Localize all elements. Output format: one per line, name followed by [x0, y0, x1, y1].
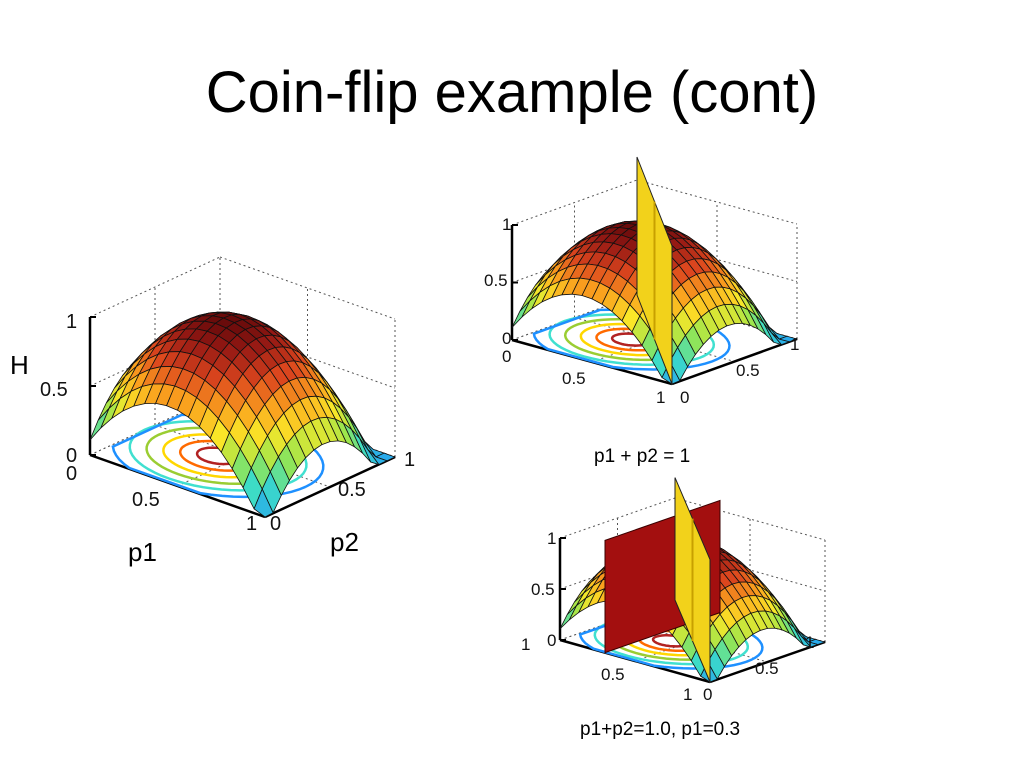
p1-tick-label: 1 [246, 513, 257, 535]
constraint-caption: p1 + p2 = 1 [594, 446, 691, 467]
z-tick-label: 0 [502, 329, 511, 348]
p2-tick-label: 1 [805, 633, 814, 652]
z-tick-label: 0.5 [484, 271, 508, 290]
p2-tick-label: 0.5 [736, 361, 760, 380]
entropy-surface-plot-main: 1 0.5 0 0 0.5 1 0 0.5 1 [40, 256, 415, 535]
p2-axis-line [709, 640, 826, 684]
grid-line [219, 256, 396, 320]
p2-axis-label: p2 [330, 527, 359, 557]
p1-axis-label: p1 [128, 537, 157, 567]
p1-tick-label: 1 [656, 388, 665, 407]
p2-tick-label: 0.5 [755, 659, 779, 678]
p2-tick-label: 0.5 [338, 479, 366, 501]
entropy-surface [511, 220, 799, 385]
constraint-planes [604, 477, 721, 683]
surface-patch [559, 605, 577, 630]
p2-axis-line [671, 337, 798, 386]
tick-labels: 1 0.5 0 0 0.5 1 0 0.5 1 [484, 215, 799, 407]
z-tick-label: 0 [66, 445, 77, 467]
surface-patch [511, 300, 531, 328]
constraint-planes [636, 156, 673, 385]
z-tick-label: 0 [547, 631, 556, 650]
p1-tick-label: 0 [502, 347, 511, 366]
grid-line [559, 497, 676, 539]
p1-tick-label: 1 [521, 635, 530, 654]
p2-tick-label: 1 [404, 449, 415, 471]
h-axis-label: H [10, 350, 29, 380]
z-tick-label: 1 [66, 311, 77, 333]
p1-tick-label: 0.5 [601, 665, 625, 684]
z-tick-label: 0.5 [531, 580, 555, 599]
p1-tick-label: 0 [66, 463, 77, 485]
constraint-caption: p1+p2=1.0, p1=0.3 [580, 719, 741, 740]
surface-patch [253, 488, 274, 518]
grid-line [89, 256, 221, 318]
z-tick-label: 0.5 [40, 379, 68, 401]
p1-tick-label: 1 [683, 685, 692, 704]
p1-tick-label: 0.5 [562, 369, 586, 388]
p2-tick-label: 0 [703, 685, 712, 704]
z-tick-label: 1 [502, 215, 511, 234]
p2-tick-label: 1 [790, 335, 799, 354]
grid-line [674, 497, 826, 541]
entropy-surface [89, 311, 397, 518]
p2-tick-label: 0 [270, 513, 281, 535]
p2-axis-line [264, 455, 396, 519]
tick-labels: 1 0.5 0 0 0.5 1 0 0.5 1 [40, 311, 415, 535]
tick-labels: 1 0.5 0 1 0.5 1 0 0.5 1 [521, 529, 814, 704]
entropy-surface-plot-diagonal-constraint: 1 0.5 0 0 0.5 1 0 0.5 1 [484, 156, 799, 407]
z-tick-label: 1 [547, 529, 556, 548]
slide-title: Coin-flip example (cont) [205, 60, 819, 125]
entropy-surface-plot-two-constraints: 1 0.5 0 1 0.5 1 0 0.5 1 [521, 477, 827, 704]
surface-patch [89, 408, 110, 441]
grid-line [511, 179, 638, 226]
p1-tick-label: 0.5 [132, 489, 160, 511]
p2-tick-label: 0 [680, 388, 689, 407]
